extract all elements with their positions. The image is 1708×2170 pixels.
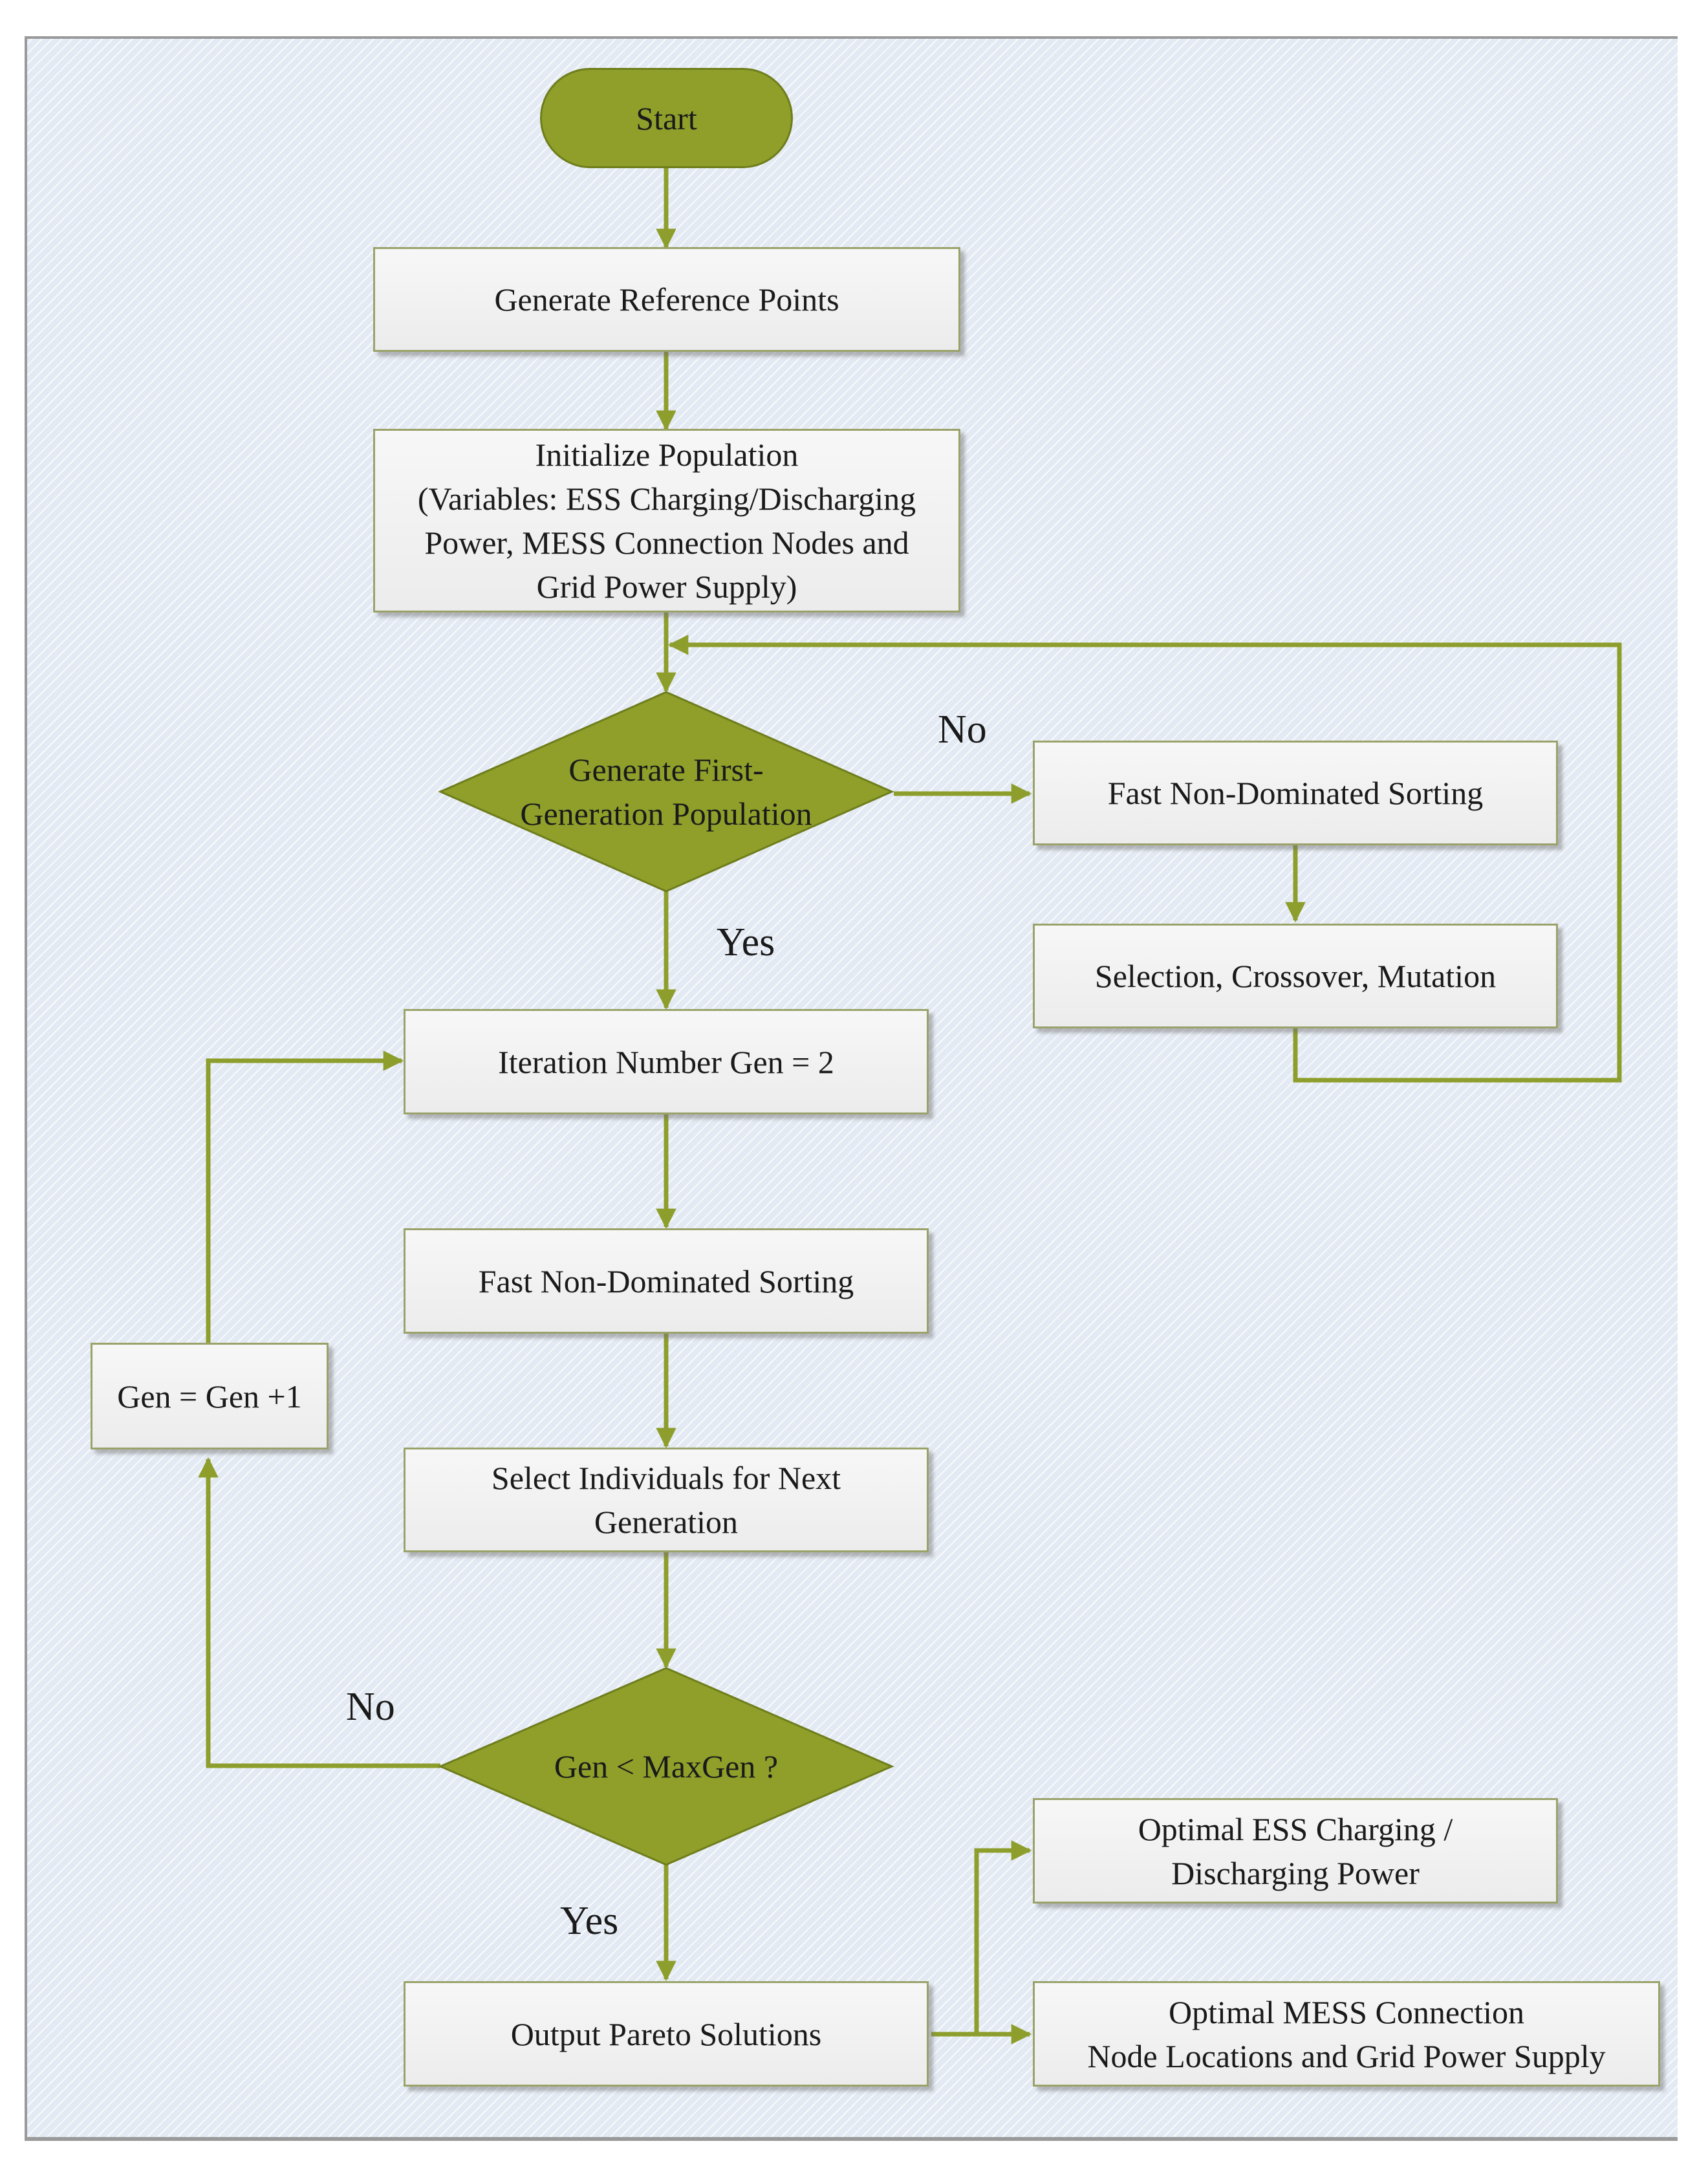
initialize-population-box: Initialize Population (Variables: ESS Ch… [373, 429, 960, 613]
fast-sorting-main-label: Fast Non-Dominated Sorting [478, 1263, 854, 1299]
arrow-output-to-ess [931, 1840, 1032, 2037]
first-generation-diamond-shape [438, 691, 894, 893]
generate-reference-points-box: Generate Reference Points [373, 247, 960, 352]
fast-sorting-main-box: Fast Non-Dominated Sorting [404, 1228, 929, 1334]
output-pareto-label: Output Pareto Solutions [510, 2015, 822, 2052]
iteration-number-label: Iteration Number Gen = 2 [498, 1043, 834, 1080]
maxgen-yes-label: Yes [560, 1899, 619, 1943]
first-generation-no-label: No [938, 708, 987, 752]
gen-increment-label: Gen = Gen +1 [117, 1378, 302, 1415]
first-generation-decision-label: Generate First- Generation Population [520, 752, 812, 832]
optimal-mess-label: Optimal MESS Connection Node Locations a… [1087, 1993, 1606, 2074]
optimal-ess-label: Optimal ESS Charging / Discharging Power [1138, 1810, 1453, 1891]
gen-increment-box: Gen = Gen +1 [91, 1343, 329, 1449]
start-label: Start [636, 100, 697, 136]
first-generation-yes-label: Yes [717, 920, 775, 964]
fast-sorting-right-label: Fast Non-Dominated Sorting [1107, 775, 1484, 811]
iteration-number-box: Iteration Number Gen = 2 [404, 1009, 929, 1114]
output-pareto-box: Output Pareto Solutions [404, 1981, 929, 2087]
arrow-increment-to-iteration [206, 1050, 404, 1343]
select-individuals-box: Select Individuals for Next Generation [404, 1448, 929, 1552]
arrow-maxgen-no-to-increment [198, 1457, 440, 1768]
optimal-ess-box: Optimal ESS Charging / Discharging Power [1033, 1798, 1558, 1904]
select-individuals-label: Select Individuals for Next Generation [491, 1460, 841, 1540]
fast-sorting-right-box: Fast Non-Dominated Sorting [1033, 741, 1558, 845]
generate-reference-points-label: Generate Reference Points [494, 281, 839, 318]
first-generation-decision: Generate First- Generation Population [438, 691, 894, 893]
selection-crossover-mutation-box: Selection, Crossover, Mutation [1033, 924, 1558, 1028]
selection-crossover-mutation-label: Selection, Crossover, Mutation [1094, 958, 1497, 994]
optimal-mess-box: Optimal MESS Connection Node Locations a… [1033, 1981, 1660, 2087]
maxgen-diamond-shape [438, 1667, 894, 1866]
maxgen-no-label: No [346, 1685, 395, 1729]
arrow-selection-loop-back [667, 635, 1622, 1083]
start-terminal: Start [540, 68, 793, 168]
initialize-population-label: Initialize Population (Variables: ESS Ch… [417, 437, 916, 605]
maxgen-decision-label: Gen < MaxGen ? [554, 1748, 779, 1785]
maxgen-decision: Gen < MaxGen ? [438, 1667, 894, 1866]
